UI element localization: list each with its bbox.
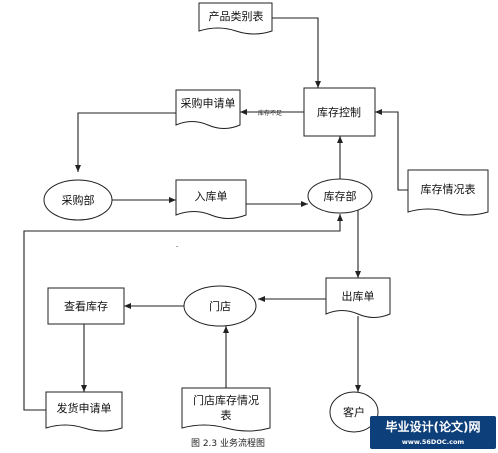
node-store: 门店 xyxy=(183,285,257,327)
node-outbound-form: 出库单 xyxy=(325,277,391,318)
node-purchasing-dept: 采购部 xyxy=(43,179,113,221)
edge-label-insufficient-stock: 库存不足 xyxy=(258,109,282,117)
node-store-label: 门店 xyxy=(209,299,231,313)
node-customer: 客户 xyxy=(329,391,379,433)
edge-status-to-control xyxy=(375,109,408,191)
node-inventory-status: 库存情况表 xyxy=(407,169,489,216)
node-purchase-request: 采购申请单 xyxy=(175,89,241,129)
watermark-logo: 毕业设计(论文)网 www.56DOC.com xyxy=(370,416,496,449)
node-customer-label: 客户 xyxy=(343,405,365,419)
node-inventory-control-label: 库存控制 xyxy=(317,105,361,119)
node-shipping-request-label: 发货申请单 xyxy=(57,401,112,415)
node-warehouse-dept: 库存部 xyxy=(307,178,373,214)
node-check-inventory: 查看库存 xyxy=(47,287,125,325)
node-purchase-request-label: 采购申请单 xyxy=(181,96,236,110)
node-shipping-request: 发货申请单 xyxy=(45,391,123,432)
node-store-inventory: 门店库存情况 表 xyxy=(181,387,271,432)
edge-category-to-control xyxy=(272,17,321,88)
edges xyxy=(23,17,408,411)
node-receipt-form-label: 入库单 xyxy=(195,190,228,203)
watermark-url: www.56DOC.com xyxy=(402,438,465,446)
edge-shipping-to-warehouse xyxy=(23,214,343,411)
node-inventory-control: 库存控制 xyxy=(303,87,376,137)
node-warehouse-dept-label: 库存部 xyxy=(324,189,357,203)
node-inventory-status-label: 库存情况表 xyxy=(421,182,476,196)
stray-mark: - xyxy=(176,243,178,250)
node-store-inventory-label-line2: 表 xyxy=(221,408,232,422)
node-store-inventory-label-line1: 门店库存情况 xyxy=(193,393,259,407)
node-purchasing-dept-label: 采购部 xyxy=(62,193,95,207)
watermark-background xyxy=(370,416,496,449)
node-receipt-form: 入库单 xyxy=(175,179,247,219)
watermark-title: 毕业设计(论文)网 xyxy=(386,419,481,434)
node-check-inventory-label: 查看库存 xyxy=(64,299,108,313)
node-product-category: 产品类别表 xyxy=(198,2,273,35)
node-outbound-form-label: 出库单 xyxy=(342,289,375,303)
node-product-category-label: 产品类别表 xyxy=(209,9,264,23)
figure-caption: 图 2.3 业务流程图 xyxy=(191,437,265,449)
edge-request-to-purchasing xyxy=(75,112,176,172)
